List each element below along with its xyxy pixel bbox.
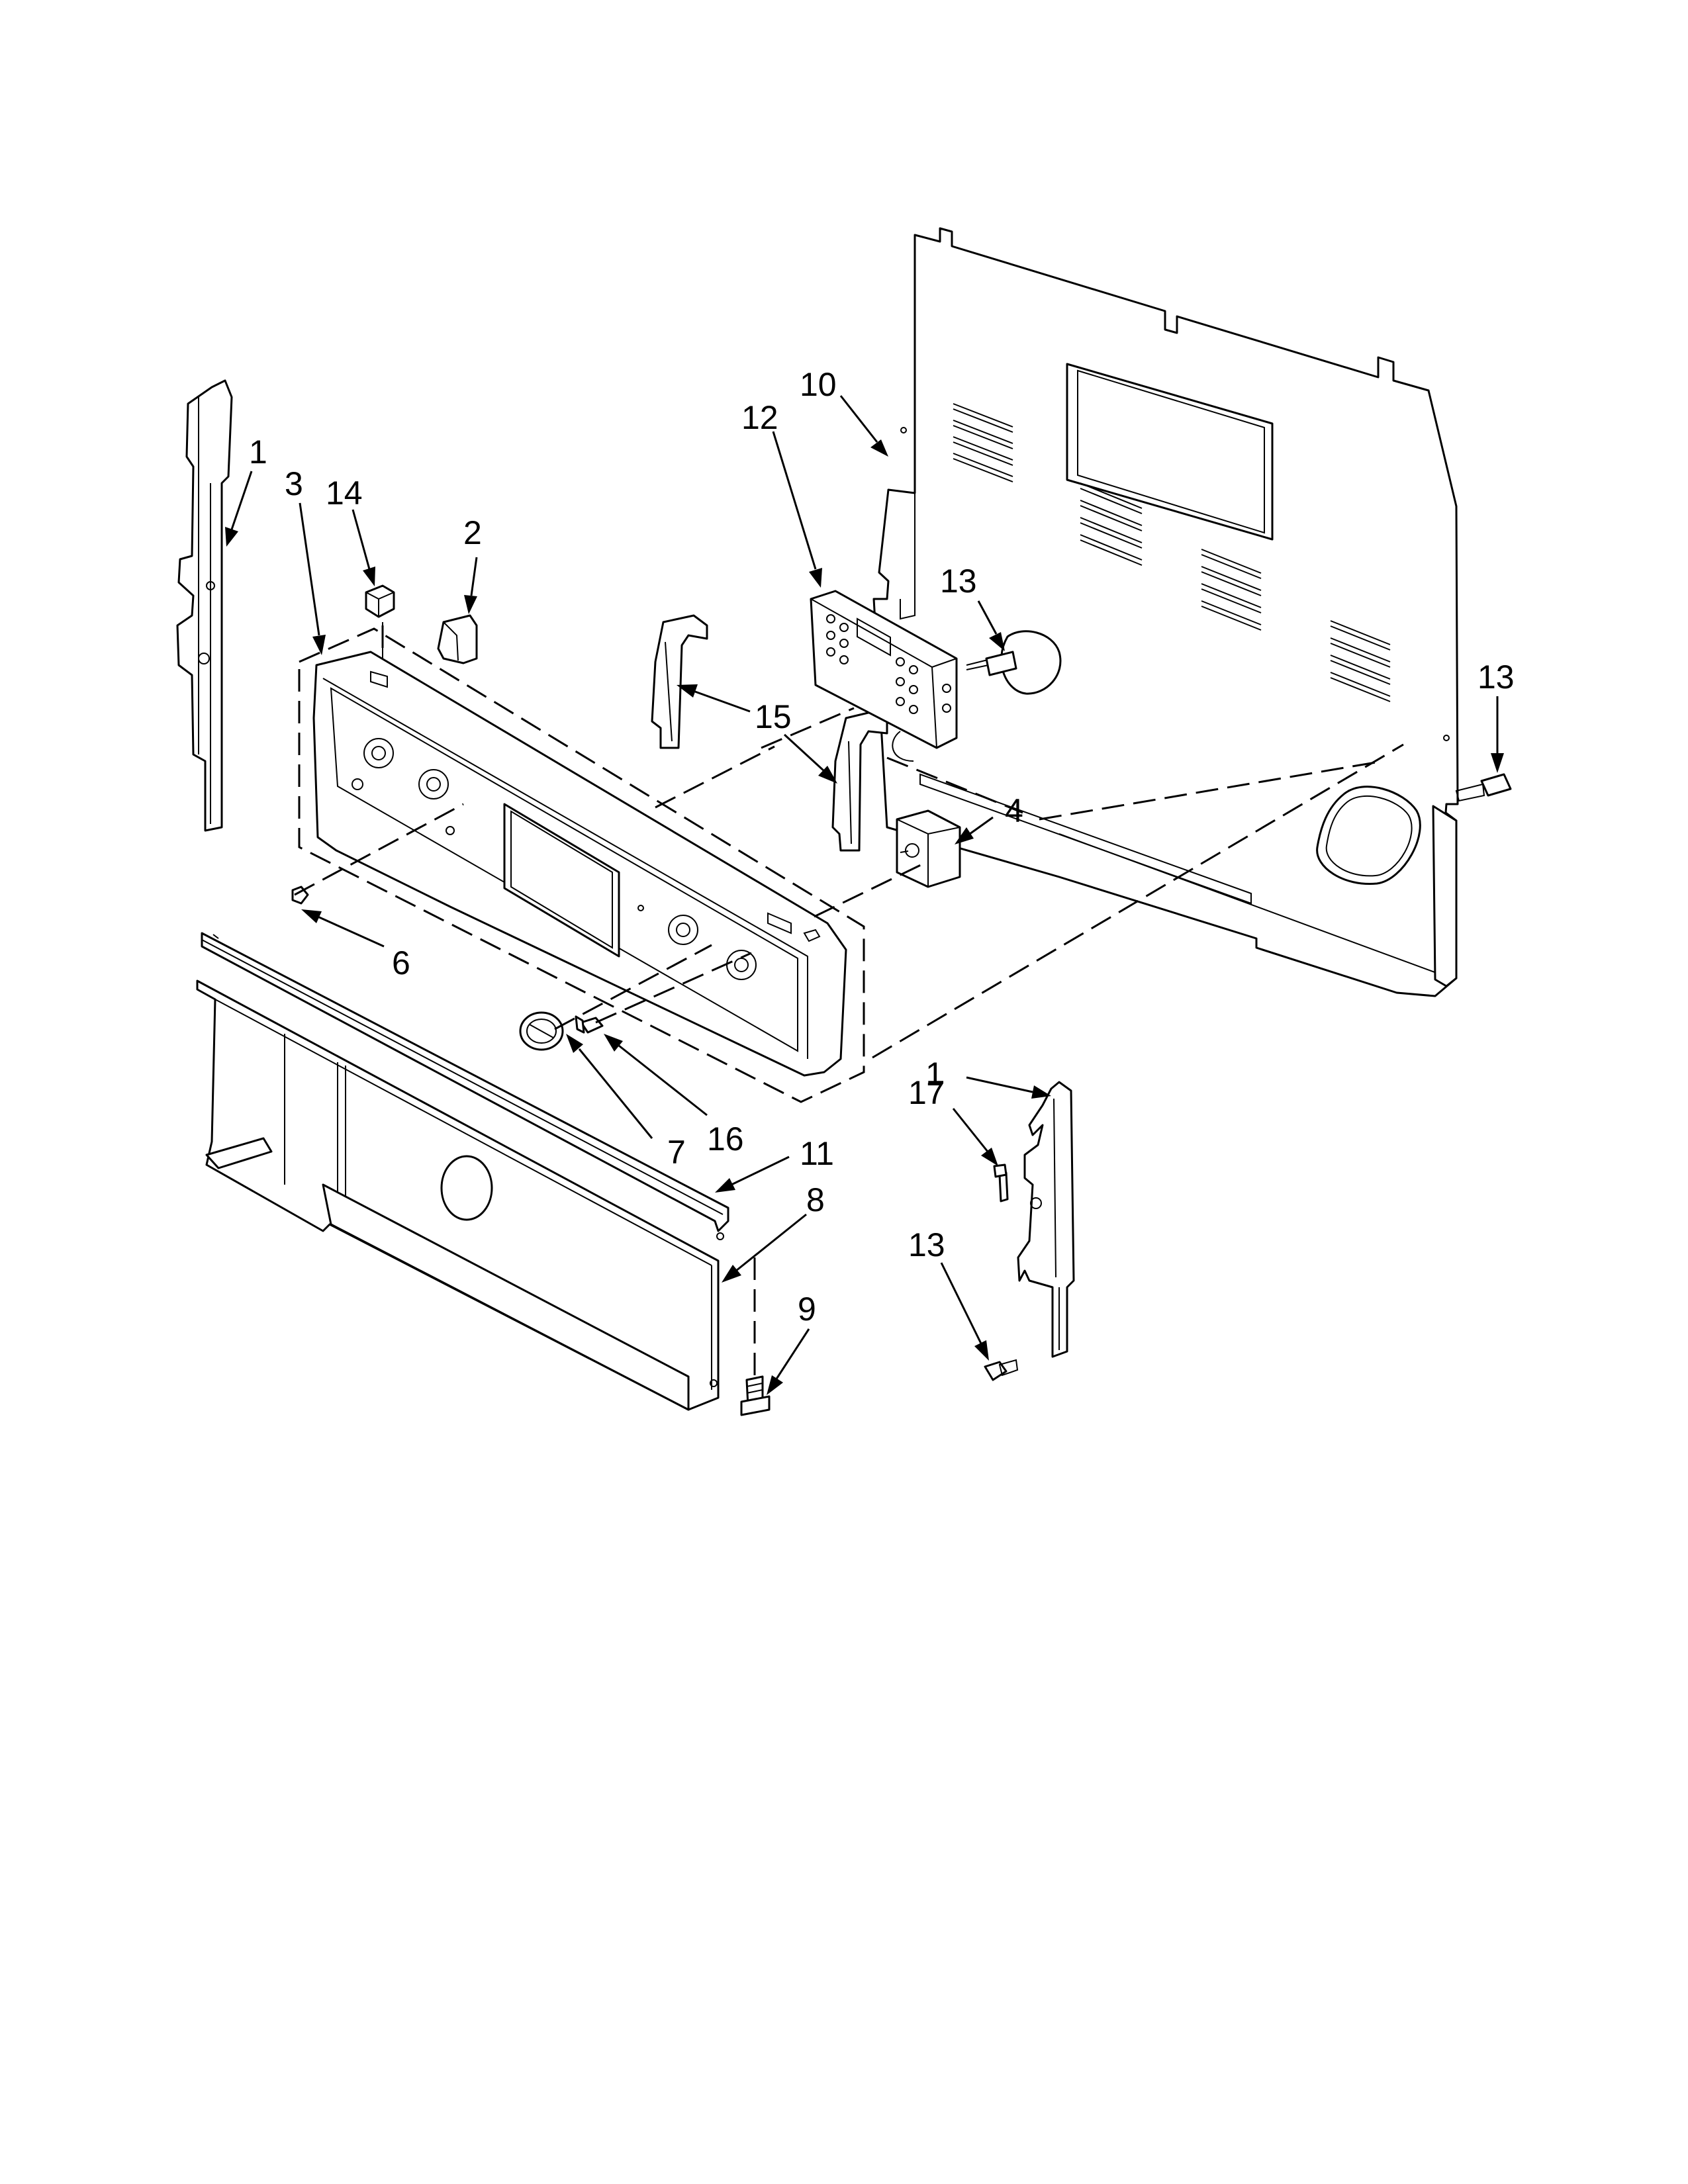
light-switch-part: [365, 584, 395, 662]
callout-backguard-screw: 13: [1477, 659, 1515, 696]
callout-trim-strip: 11: [800, 1135, 834, 1172]
callout-backguard: 10: [800, 366, 837, 403]
knob-insert-part: [575, 1015, 604, 1034]
electronic-control-part: [810, 590, 958, 762]
leader-lines: [225, 395, 1504, 1395]
control-bracket-lower-part: [831, 710, 888, 852]
control-buttons: [826, 614, 951, 714]
callout-trim-screw-right: 13: [908, 1226, 945, 1263]
callout-labels: 1 2 3 4 6 7 8 9 10 11 12 13 13 13 14 15 …: [249, 366, 1515, 1328]
side-trim-right-part: [1017, 1081, 1075, 1358]
panel-assembly-boundary: [298, 627, 865, 1103]
backguard-screw-part: [1455, 773, 1512, 802]
louvers-right-center: [1201, 549, 1262, 631]
callout-manifold-panel: 8: [806, 1181, 825, 1218]
callout-control-screw: 13: [940, 563, 977, 600]
louvers-right: [1330, 620, 1391, 702]
callout-side-trim-right: 1: [925, 1056, 944, 1093]
assembly-dash-lines: [294, 625, 1404, 1377]
manifold-panel-part: [196, 979, 724, 1411]
callout-manifold-screw: 9: [798, 1291, 816, 1328]
panel-screw-part: [291, 886, 309, 905]
callout-end-cap: 2: [463, 514, 482, 551]
backguard-part: [872, 227, 1459, 997]
callout-switch-block: 4: [1005, 792, 1023, 829]
side-trim-left-part: [176, 379, 233, 832]
callout-panel-screw: 6: [392, 944, 410, 981]
callout-side-trim-left: 1: [249, 433, 267, 471]
clip-part: [993, 1163, 1009, 1203]
trim-strip-part: [201, 932, 729, 1232]
callout-knob-insert: 16: [707, 1120, 744, 1158]
knob-part: [519, 1011, 564, 1051]
callout-electronic-control: 12: [741, 399, 778, 436]
callout-control-bracket: 15: [755, 698, 792, 735]
end-cap-part: [437, 614, 478, 664]
callout-light-switch: 14: [326, 475, 363, 512]
louvers-upper-left: [953, 403, 1013, 482]
callout-control-panel: 3: [285, 465, 303, 502]
switch-block-part: [896, 809, 961, 888]
control-bracket-upper-part: [651, 614, 708, 749]
louvers-center: [1080, 482, 1143, 566]
manifold-screw-part: [740, 1375, 771, 1416]
callout-knob: 7: [667, 1134, 686, 1171]
callout-clip: 17: [908, 1074, 945, 1111]
control-screw-part: [966, 630, 1062, 695]
trim-screw-right-part: [984, 1359, 1019, 1381]
